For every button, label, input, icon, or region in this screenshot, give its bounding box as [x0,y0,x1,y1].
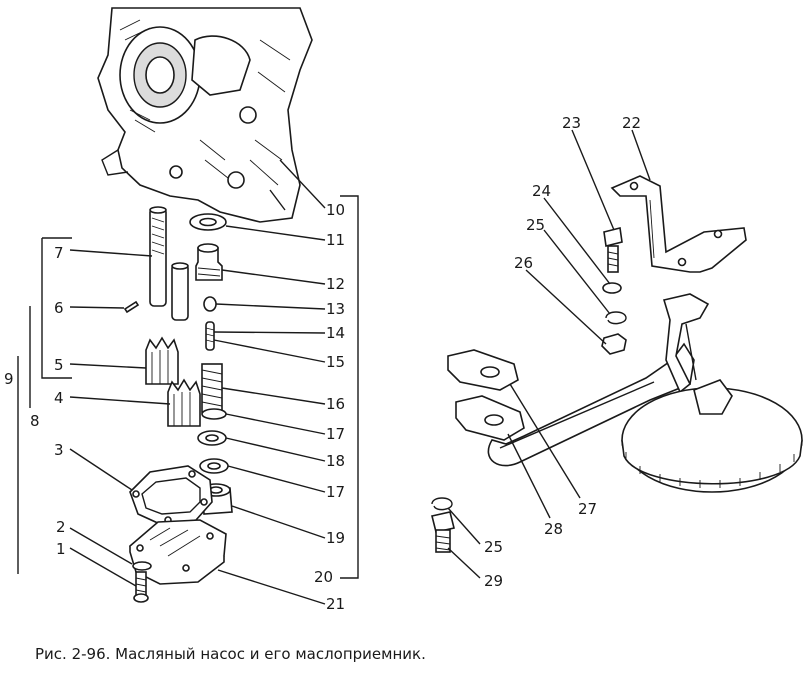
label-14: 14 [326,324,345,342]
label-11: 11 [326,231,345,249]
label-26: 26 [514,254,533,272]
bolt-23 [603,227,623,273]
pump-cover-21 [129,519,227,585]
label-24: 24 [532,182,551,200]
bolt-29 [431,511,455,553]
pin-6 [123,300,140,314]
label-8: 8 [30,412,40,430]
label-10: 10 [326,201,345,219]
plug-12 [195,243,223,281]
gasket-3 [129,465,213,525]
label-18: 18 [326,452,345,470]
oil-strainer-screen [621,379,803,493]
label-16: 16 [326,395,345,413]
label-15: 15 [326,353,345,371]
label-21: 21 [326,595,345,613]
gear-5 [145,336,179,385]
label-29: 29 [484,572,503,590]
washer-24 [602,282,622,294]
label-12: 12 [326,275,345,293]
label-25-upper: 25 [526,216,545,234]
washer-17-upper [201,408,227,420]
label-1: 1 [56,540,66,558]
label-3: 3 [54,441,64,459]
washer-13 [203,296,217,312]
engine-front-cover [97,7,313,223]
label-4: 4 [54,389,64,407]
label-20: 20 [314,568,333,586]
label-19: 19 [326,529,345,547]
washer-18 [197,430,227,446]
washer-2 [132,561,152,571]
label-17-lower: 17 [326,483,345,501]
label-5: 5 [54,356,64,374]
bracket-22 [610,175,747,273]
driven-shaft-8 [171,262,189,321]
spring-washer-25-lower [431,497,453,511]
label-9: 9 [4,370,14,388]
label-28: 28 [544,520,563,538]
figure-caption: Рис. 2-96. Масляный насос и его маслопри… [35,645,426,663]
label-7: 7 [54,244,64,262]
drive-shaft-7 [149,206,167,307]
label-22: 22 [622,114,641,132]
pin-14 [205,321,215,351]
label-25-lower: 25 [484,538,503,556]
spring-16 [201,363,223,413]
gear-4 [167,378,201,427]
label-27: 27 [578,500,597,518]
label-23: 23 [562,114,581,132]
label-2: 2 [56,518,66,536]
callout-labels: 7 6 5 9 4 8 3 2 1 10 11 12 13 14 15 16 1… [4,114,641,613]
washer-17-lower [199,458,229,474]
leader-lines [17,129,651,605]
label-6: 6 [54,299,64,317]
bolt-1 [133,571,149,603]
label-13: 13 [326,300,345,318]
label-17-upper: 17 [326,425,345,443]
nut-26 [601,333,627,355]
washer-11 [189,213,227,231]
oil-intake-pipe [447,293,710,467]
